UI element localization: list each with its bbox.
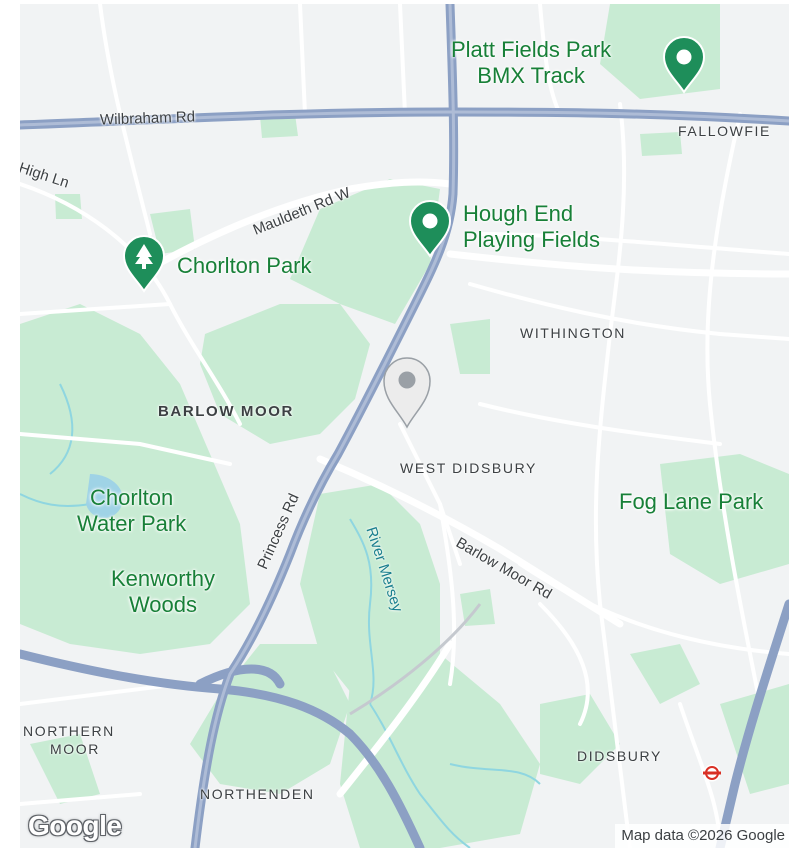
area-label-northern-moor-line1: NORTHERN [23, 723, 115, 739]
map-pin-tree-icon-chorlton-park[interactable] [122, 235, 166, 293]
google-logo: Google [28, 810, 122, 841]
area-label-northenden: NORTHENDEN [200, 786, 315, 802]
map-view[interactable]: Wilbraham Rd High Ln Mauldeth Rd W Princ… [20, 4, 789, 848]
park-label-chorlton-park[interactable]: Chorlton Park [177, 253, 312, 278]
park-label-fog-lane[interactable]: Fog Lane Park [619, 489, 764, 514]
park-label-hough-end[interactable]: Hough End Playing Fields [463, 201, 600, 253]
area-label-northern-moor-line2: MOOR [50, 741, 100, 757]
area-label-barlow-moor: BARLOW MOOR [158, 403, 294, 420]
park-label-platt-fields[interactable]: Platt Fields Park BMX Track [451, 37, 611, 89]
park-label-kenworthy-line1: Kenworthy [111, 566, 215, 591]
street-label-wilbraham-rd: Wilbraham Rd [99, 108, 196, 129]
park-label-kenworthy-line2: Woods [128, 591, 198, 617]
map-attribution[interactable]: Map data ©2026 Google [615, 824, 789, 848]
map-pin-park-icon-platt[interactable] [662, 36, 706, 94]
map-base-layer [20, 4, 789, 848]
park-label-hough-line2: Playing Fields [463, 226, 600, 252]
area-label-withington: WITHINGTON [520, 325, 626, 341]
train-station-icon[interactable] [701, 764, 723, 782]
area-label-west-didsbury: WEST DIDSBURY [400, 460, 537, 476]
park-label-chorlton-water-line1: Chorlton [90, 485, 174, 510]
area-label-fallowfield: FALLOWFIE [678, 123, 771, 139]
park-label-chorlton-water-park[interactable]: Chorlton Water Park [77, 485, 186, 537]
park-label-platt-line2: BMX Track [477, 62, 585, 88]
park-label-chorlton-water-line2: Water Park [77, 510, 187, 536]
map-pin-location-icon[interactable] [381, 354, 433, 430]
map-pin-park-icon-hough-end[interactable] [408, 200, 452, 258]
park-label-hough-line1: Hough End [463, 201, 574, 226]
park-label-kenworthy-woods[interactable]: Kenworthy Woods [111, 566, 215, 618]
park-label-platt-line1: Platt Fields Park [451, 37, 612, 62]
area-label-didsbury: DIDSBURY [577, 748, 662, 764]
